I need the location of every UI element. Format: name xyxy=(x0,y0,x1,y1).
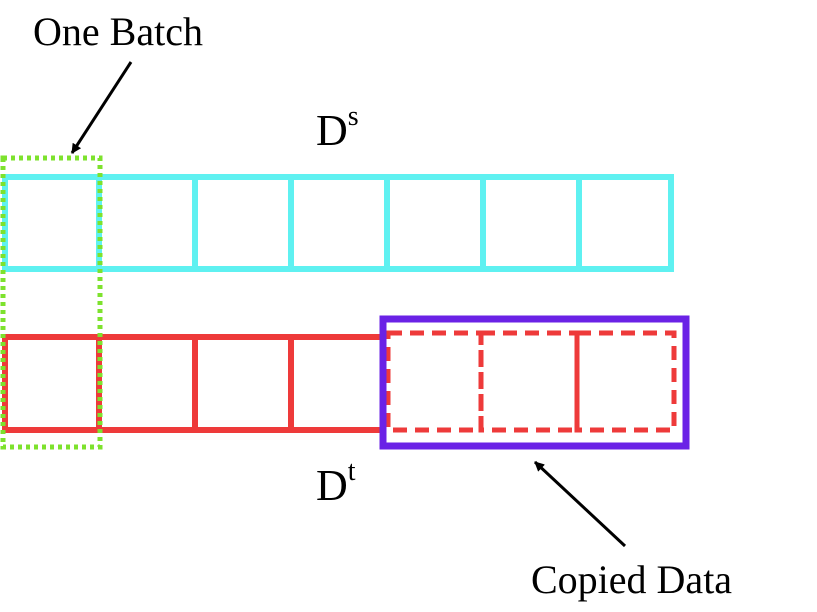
batch-label: One Batch xyxy=(33,9,203,54)
target-label-main: D xyxy=(316,461,348,510)
batch-outline xyxy=(0,155,103,450)
source-label-main: D xyxy=(316,106,348,155)
source-cell-1 xyxy=(2,174,102,272)
copied-cell-2 xyxy=(478,330,580,433)
source-row xyxy=(2,174,674,272)
source-label: Ds xyxy=(316,101,359,155)
source-cell-5 xyxy=(384,174,486,272)
target-cell-2 xyxy=(96,334,198,433)
copied-arrow xyxy=(533,460,627,548)
copied-data-outline xyxy=(379,315,690,450)
target-row xyxy=(2,334,386,433)
copied-label: Copied Data xyxy=(531,557,732,602)
source-cell-7 xyxy=(576,174,674,272)
copied-cell-3 xyxy=(574,330,677,433)
source-cell-6 xyxy=(480,174,582,272)
target-label: Dt xyxy=(316,456,356,510)
target-cell-1 xyxy=(2,334,102,433)
source-cell-2 xyxy=(96,174,198,272)
copied-cell-1 xyxy=(385,330,484,433)
target-cell-4 xyxy=(288,334,386,433)
target-cell-3 xyxy=(192,334,294,433)
source-cell-4 xyxy=(288,174,390,272)
source-cell-3 xyxy=(192,174,294,272)
copied-cells xyxy=(385,330,677,433)
source-label-sup: s xyxy=(348,101,359,132)
batch-arrow xyxy=(70,61,133,154)
target-label-sup: t xyxy=(348,456,356,487)
